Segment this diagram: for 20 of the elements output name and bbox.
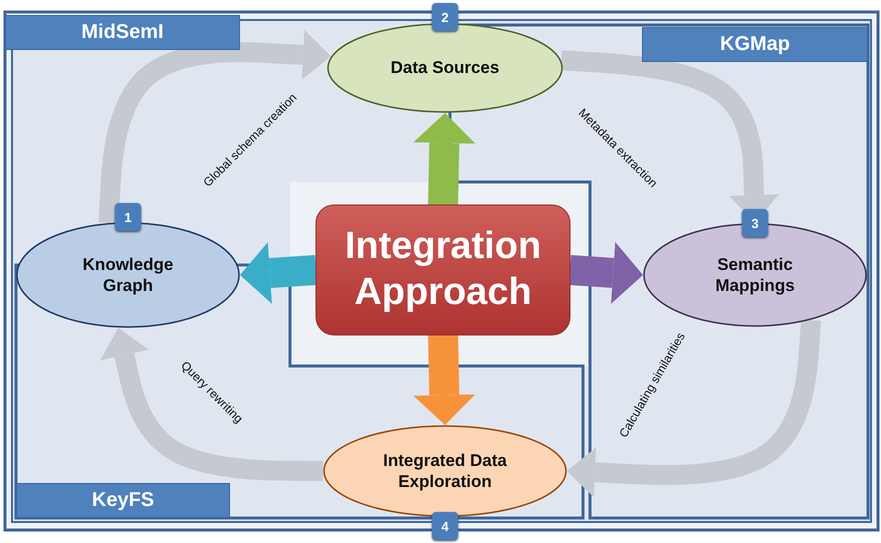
- node-label: Data Sources: [390, 57, 500, 79]
- block-arrow: [413, 334, 476, 425]
- number-badge: 2: [432, 3, 458, 31]
- curved-arrow: [98, 30, 332, 224]
- block-arrow: [413, 113, 476, 206]
- node-label: Integrated Data Exploration: [382, 450, 508, 492]
- block-arrow: [240, 242, 317, 304]
- region-tab: KeyFS: [16, 483, 230, 518]
- central-box: [316, 205, 570, 335]
- number-badge: 4: [432, 512, 458, 540]
- curved-arrow: [567, 319, 821, 498]
- node-label: Integration Approach: [344, 224, 542, 315]
- node-label: Semantic Mappings: [714, 254, 796, 296]
- region-tab: MidSemI: [5, 15, 240, 50]
- node-label: Knowledge Graph: [82, 254, 174, 296]
- region-tab: KGMap: [642, 27, 868, 62]
- block-arrow: [569, 242, 643, 304]
- curved-arrow: [100, 328, 324, 481]
- number-badge: 3: [742, 209, 768, 237]
- number-badge: 1: [115, 203, 141, 231]
